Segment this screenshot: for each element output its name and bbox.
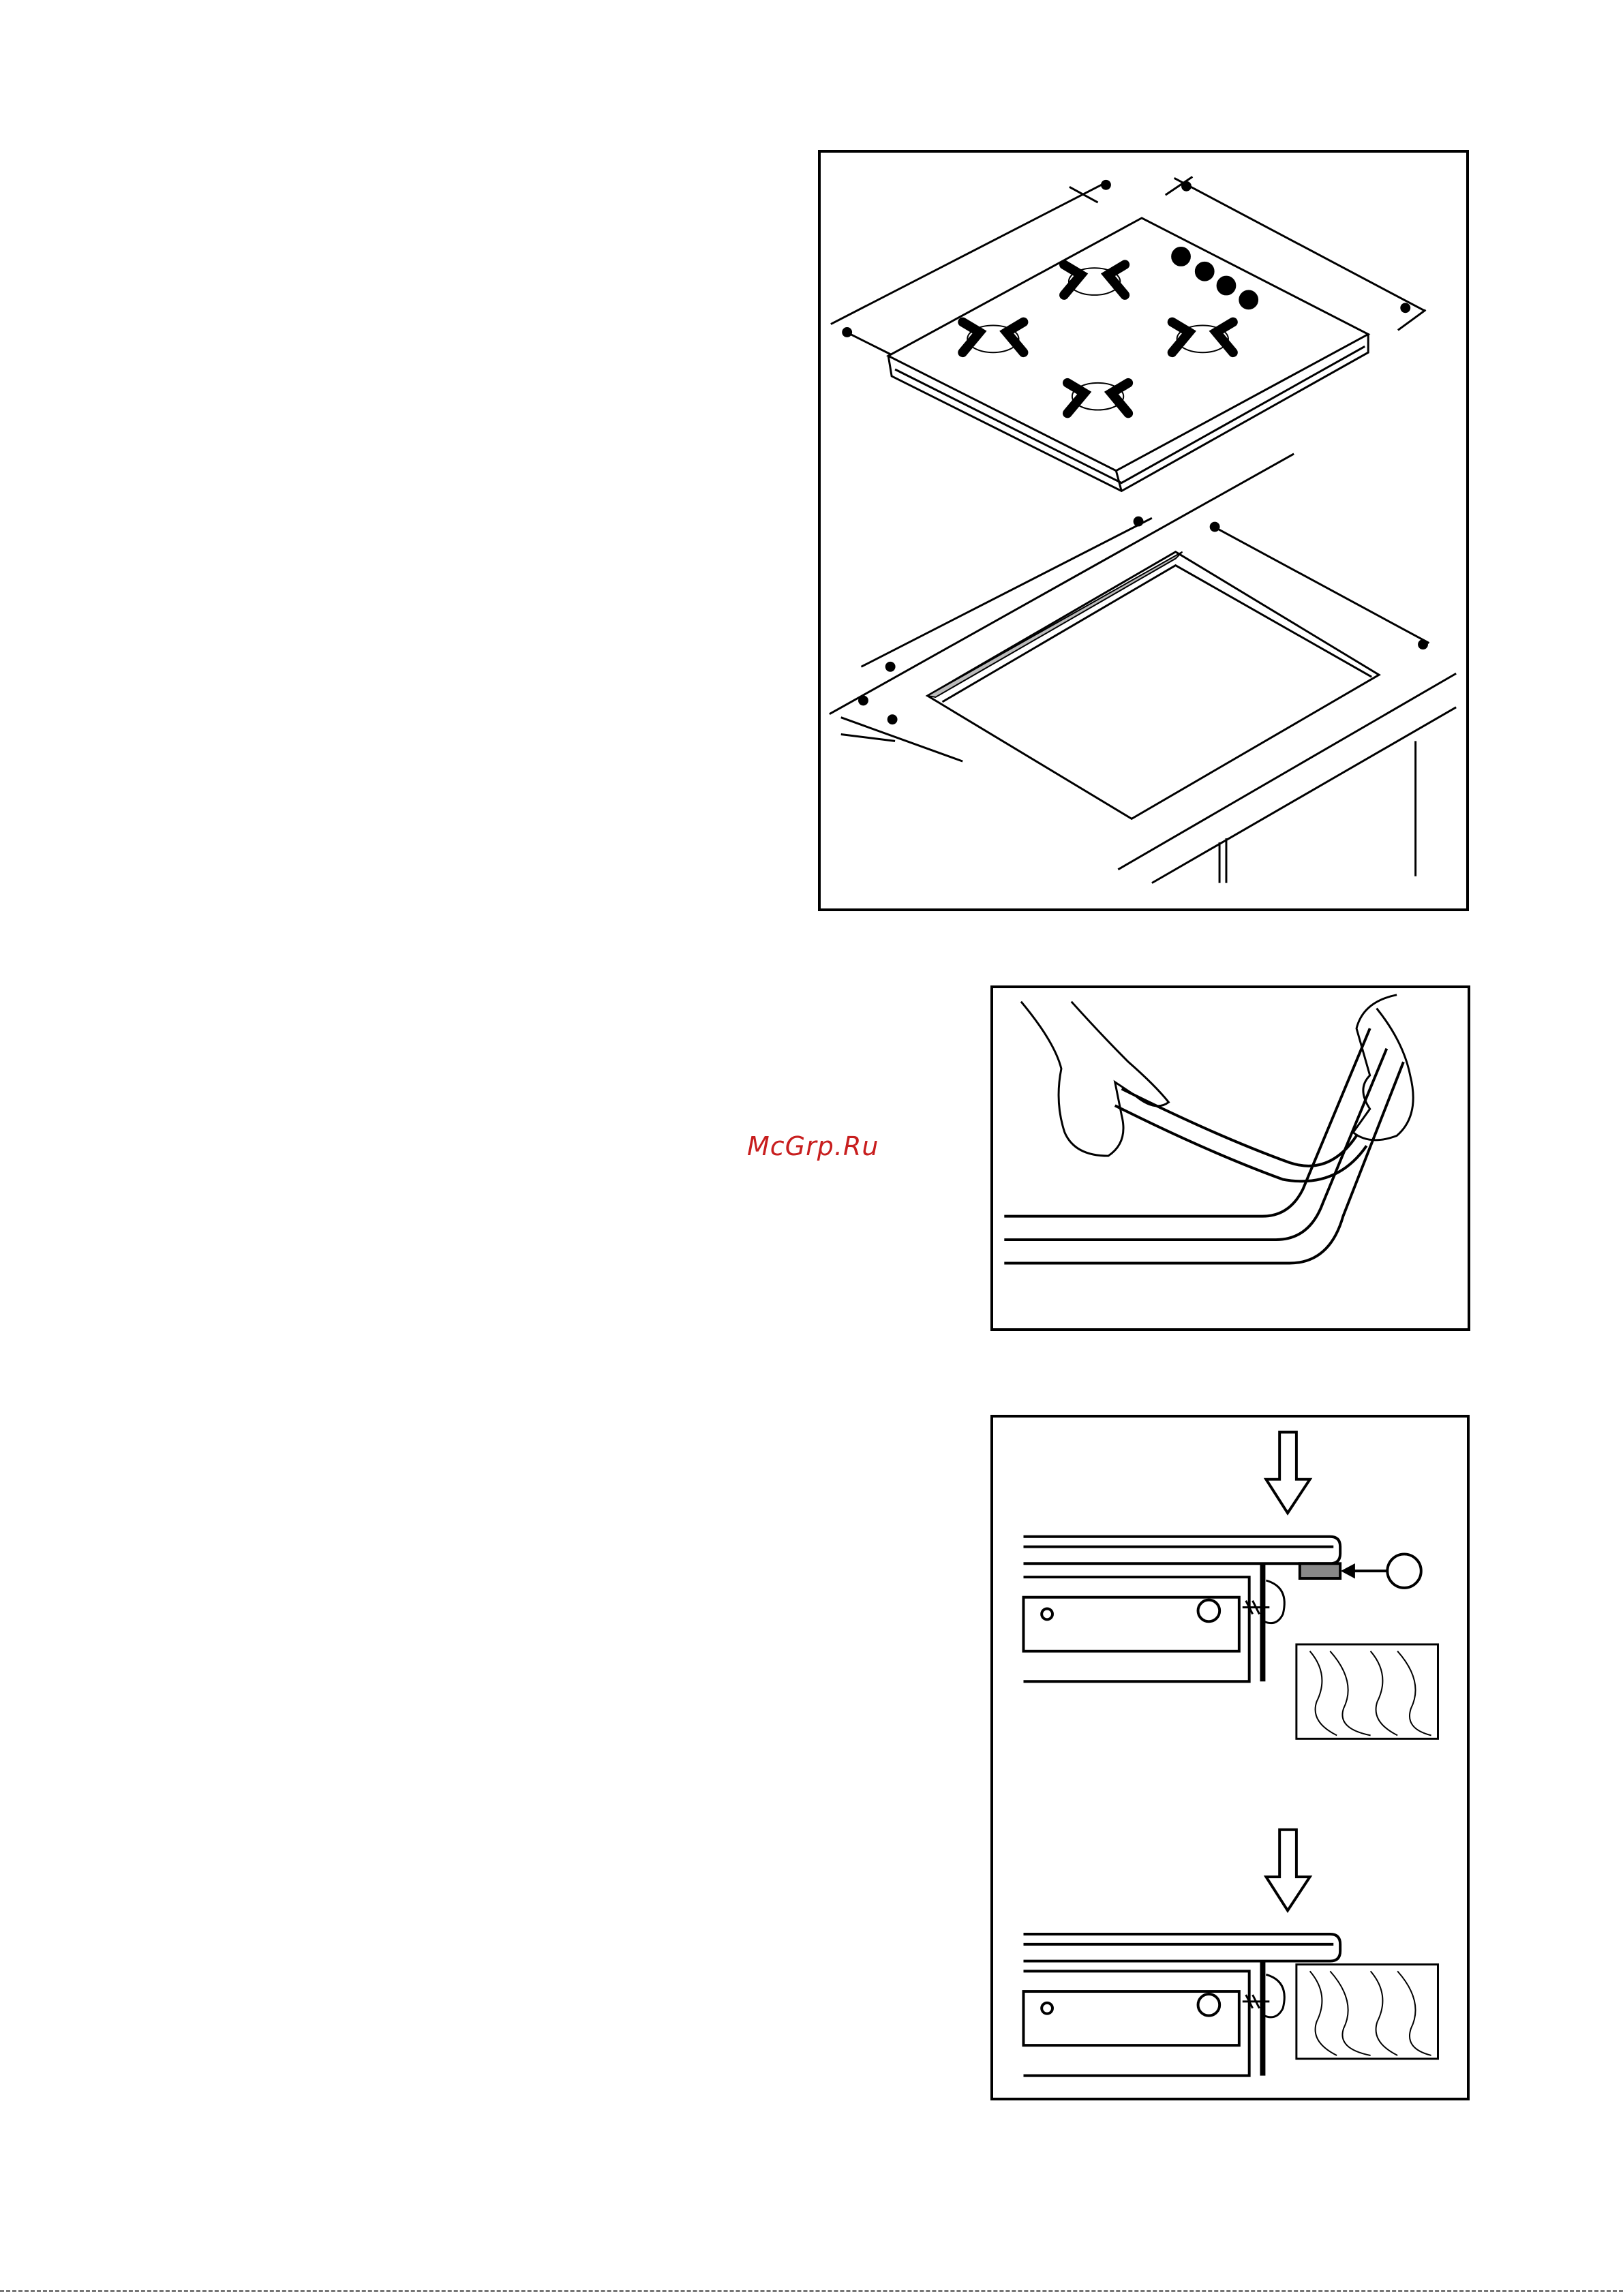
watermark: McGrp.Ru	[747, 1131, 879, 1161]
seal-callout-icon	[1300, 1554, 1421, 1587]
down-arrow-icon	[1266, 1432, 1309, 1513]
worktop-cutout-icon	[830, 454, 1456, 883]
fixing-drawing	[993, 1418, 1467, 2098]
fixing-bracket-figure	[990, 1415, 1470, 2100]
down-arrow-icon	[1266, 1830, 1309, 1911]
bracket-icon	[1023, 1563, 1262, 1681]
seal-application-figure	[990, 985, 1470, 1331]
wood-worktop-icon	[1296, 1644, 1438, 1739]
bracket-icon	[1023, 1961, 1262, 2076]
page-footer-divider	[0, 2290, 1623, 2292]
hand-icon	[1021, 995, 1413, 1156]
hob-drawing	[821, 153, 1466, 908]
seal-strip-icon	[1004, 1028, 1404, 1263]
seal-drawing	[993, 988, 1468, 1328]
wood-worktop-icon	[1296, 1965, 1438, 2059]
hob-installation-figure	[818, 150, 1469, 911]
